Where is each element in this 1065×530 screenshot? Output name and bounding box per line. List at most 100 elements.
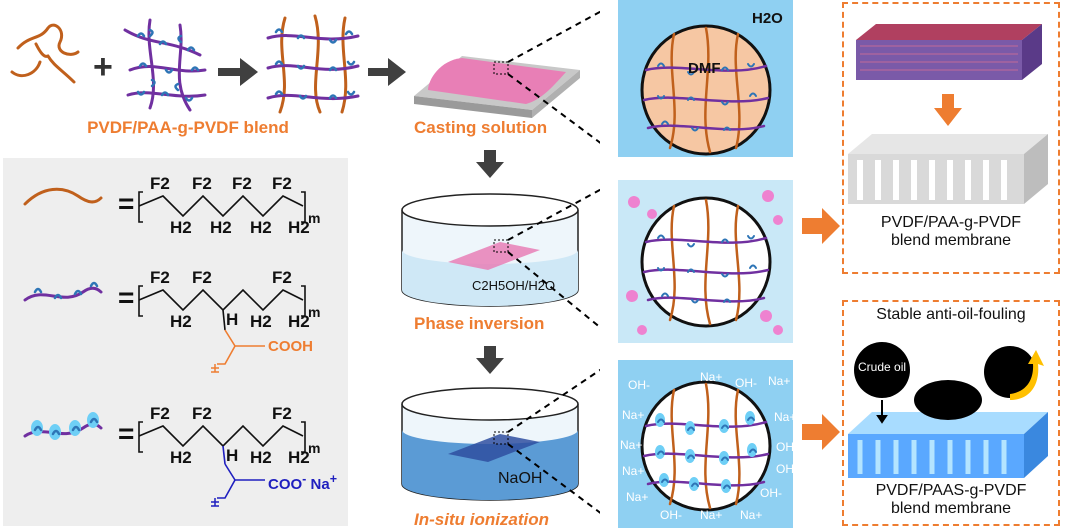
coo-na-group: COO- Na+ — [268, 472, 337, 493]
h2-label: H2 — [288, 218, 310, 237]
plus-sign: + — [93, 48, 113, 86]
phase-label: Phase inversion — [414, 314, 545, 333]
oil-droplet — [984, 346, 1036, 398]
membrane-top-block — [856, 24, 1042, 80]
arrow-right-icon — [802, 208, 840, 244]
ion-label: Na+ — [740, 508, 763, 522]
tail-icon — [211, 364, 219, 373]
result-box-paa — [842, 2, 1060, 274]
repeat-m: m — [308, 210, 321, 226]
f2-label: F2 — [192, 268, 212, 287]
f2-label: F2 — [150, 268, 170, 287]
insitu-label: In-situ ionization — [414, 510, 550, 529]
f2-label: F2 — [150, 404, 170, 423]
plus-sup: + — [329, 472, 338, 486]
h-label: H — [226, 310, 239, 329]
ion-label: Na+ — [700, 370, 723, 384]
h2-label: H2 — [170, 448, 192, 467]
zoom-column — [618, 0, 793, 528]
minus-sup: - — [302, 472, 307, 486]
arrow-right-icon — [368, 58, 406, 86]
f2-label: F2 — [272, 404, 292, 423]
phase-bath — [401, 193, 579, 307]
bath2-label: NaOH — [498, 470, 543, 487]
ion-label: OH- — [735, 376, 757, 390]
naoh-bath — [401, 387, 579, 501]
h2o-label: H2O — [752, 10, 783, 27]
h2-label: H2 — [170, 218, 192, 237]
ion-label: Na+ — [620, 438, 643, 452]
pvdf-chain-symbol — [23, 187, 103, 206]
paa-chain-symbol — [23, 281, 103, 302]
ion-label: OH- — [628, 378, 650, 392]
f2-label: F2 — [192, 174, 212, 193]
h2-label: H2 — [210, 218, 232, 237]
f2-label: F2 — [150, 174, 170, 193]
f2-label: F2 — [232, 174, 252, 193]
h2-label: H2 — [288, 448, 310, 467]
process-column — [401, 10, 600, 514]
arrow-down-icon — [476, 150, 504, 178]
paa-g-pvdf-network — [123, 18, 207, 112]
membrane-porous-gray — [848, 134, 1048, 204]
repeat-m: m — [308, 440, 321, 456]
membrane-illustrations — [848, 24, 1048, 478]
coo-text: COO — [268, 476, 303, 493]
ion-label: OH- — [776, 462, 798, 476]
structure-legend — [23, 187, 306, 507]
arrow-right-icon — [802, 414, 840, 450]
crude-oil-droplet — [854, 342, 910, 398]
bath1-label: C2H5OH/H2O — [472, 278, 556, 293]
blend-label: PVDF/PAA-g-PVDF blend — [87, 118, 289, 137]
stable-caption: Stable anti-oil-fouling — [876, 306, 1026, 323]
ion-label: OH- — [660, 508, 682, 522]
ion-label: Na+ — [626, 490, 649, 504]
ion-label: Na+ — [622, 408, 645, 422]
ion-label: OH- — [776, 440, 798, 454]
ion-label: Na+ — [774, 410, 797, 424]
f2-label: F2 — [272, 174, 292, 193]
h2-label: H2 — [250, 312, 272, 331]
ion-label: OH- — [760, 486, 782, 500]
membrane2-line2: blend membrane — [890, 500, 1012, 517]
h2-label: H2 — [288, 312, 310, 331]
membrane-porous-blue — [848, 412, 1048, 478]
oil-droplet — [914, 380, 982, 420]
cooh-group: COOH — [268, 338, 313, 355]
equals-sign: = — [118, 418, 135, 449]
f2-label: F2 — [272, 268, 292, 287]
h2-label: H2 — [250, 448, 272, 467]
arrow-right-icon — [218, 58, 258, 86]
h-label: H — [226, 446, 239, 465]
ion-label: Na+ — [700, 508, 723, 522]
equals-sign: = — [118, 188, 135, 219]
dmf-label: DMF — [688, 60, 721, 77]
casting-label: Casting solution — [414, 118, 548, 137]
legend-panel — [3, 158, 348, 526]
crude-oil-label: Crude oil — [858, 360, 907, 374]
tail-icon — [211, 498, 219, 507]
blend-illustration: + — [10, 14, 406, 114]
ion-label: Na+ — [622, 464, 645, 478]
ion-label: Na+ — [768, 374, 791, 388]
f2-label: F2 — [192, 404, 212, 423]
paas-chain-symbol — [23, 412, 103, 440]
h2-label: H2 — [250, 218, 272, 237]
equals-sign: = — [118, 282, 135, 313]
arrow-down-icon — [476, 346, 504, 374]
membrane1-caption: PVDF/PAA-g-PVDF blend membrane — [846, 214, 1056, 250]
na-text: Na — [310, 476, 330, 493]
membrane2-line1: PVDF/PAAS-g-PVDF — [875, 482, 1027, 499]
membrane1-line2: blend membrane — [890, 232, 1012, 249]
membrane2-caption: PVDF/PAAS-g-PVDF blend membrane — [846, 482, 1056, 518]
result-box-paas — [842, 300, 1060, 526]
arrow-down-icon — [934, 94, 962, 126]
h2-label: H2 — [170, 312, 192, 331]
blend-network — [266, 14, 360, 114]
lift-arrow-icon — [1010, 350, 1044, 400]
pvdf-coil — [10, 23, 80, 84]
arrow-down-icon — [876, 400, 888, 424]
membrane1-line1: PVDF/PAA-g-PVDF — [880, 214, 1022, 231]
result-arrows — [802, 208, 840, 450]
repeat-m: m — [308, 304, 321, 320]
